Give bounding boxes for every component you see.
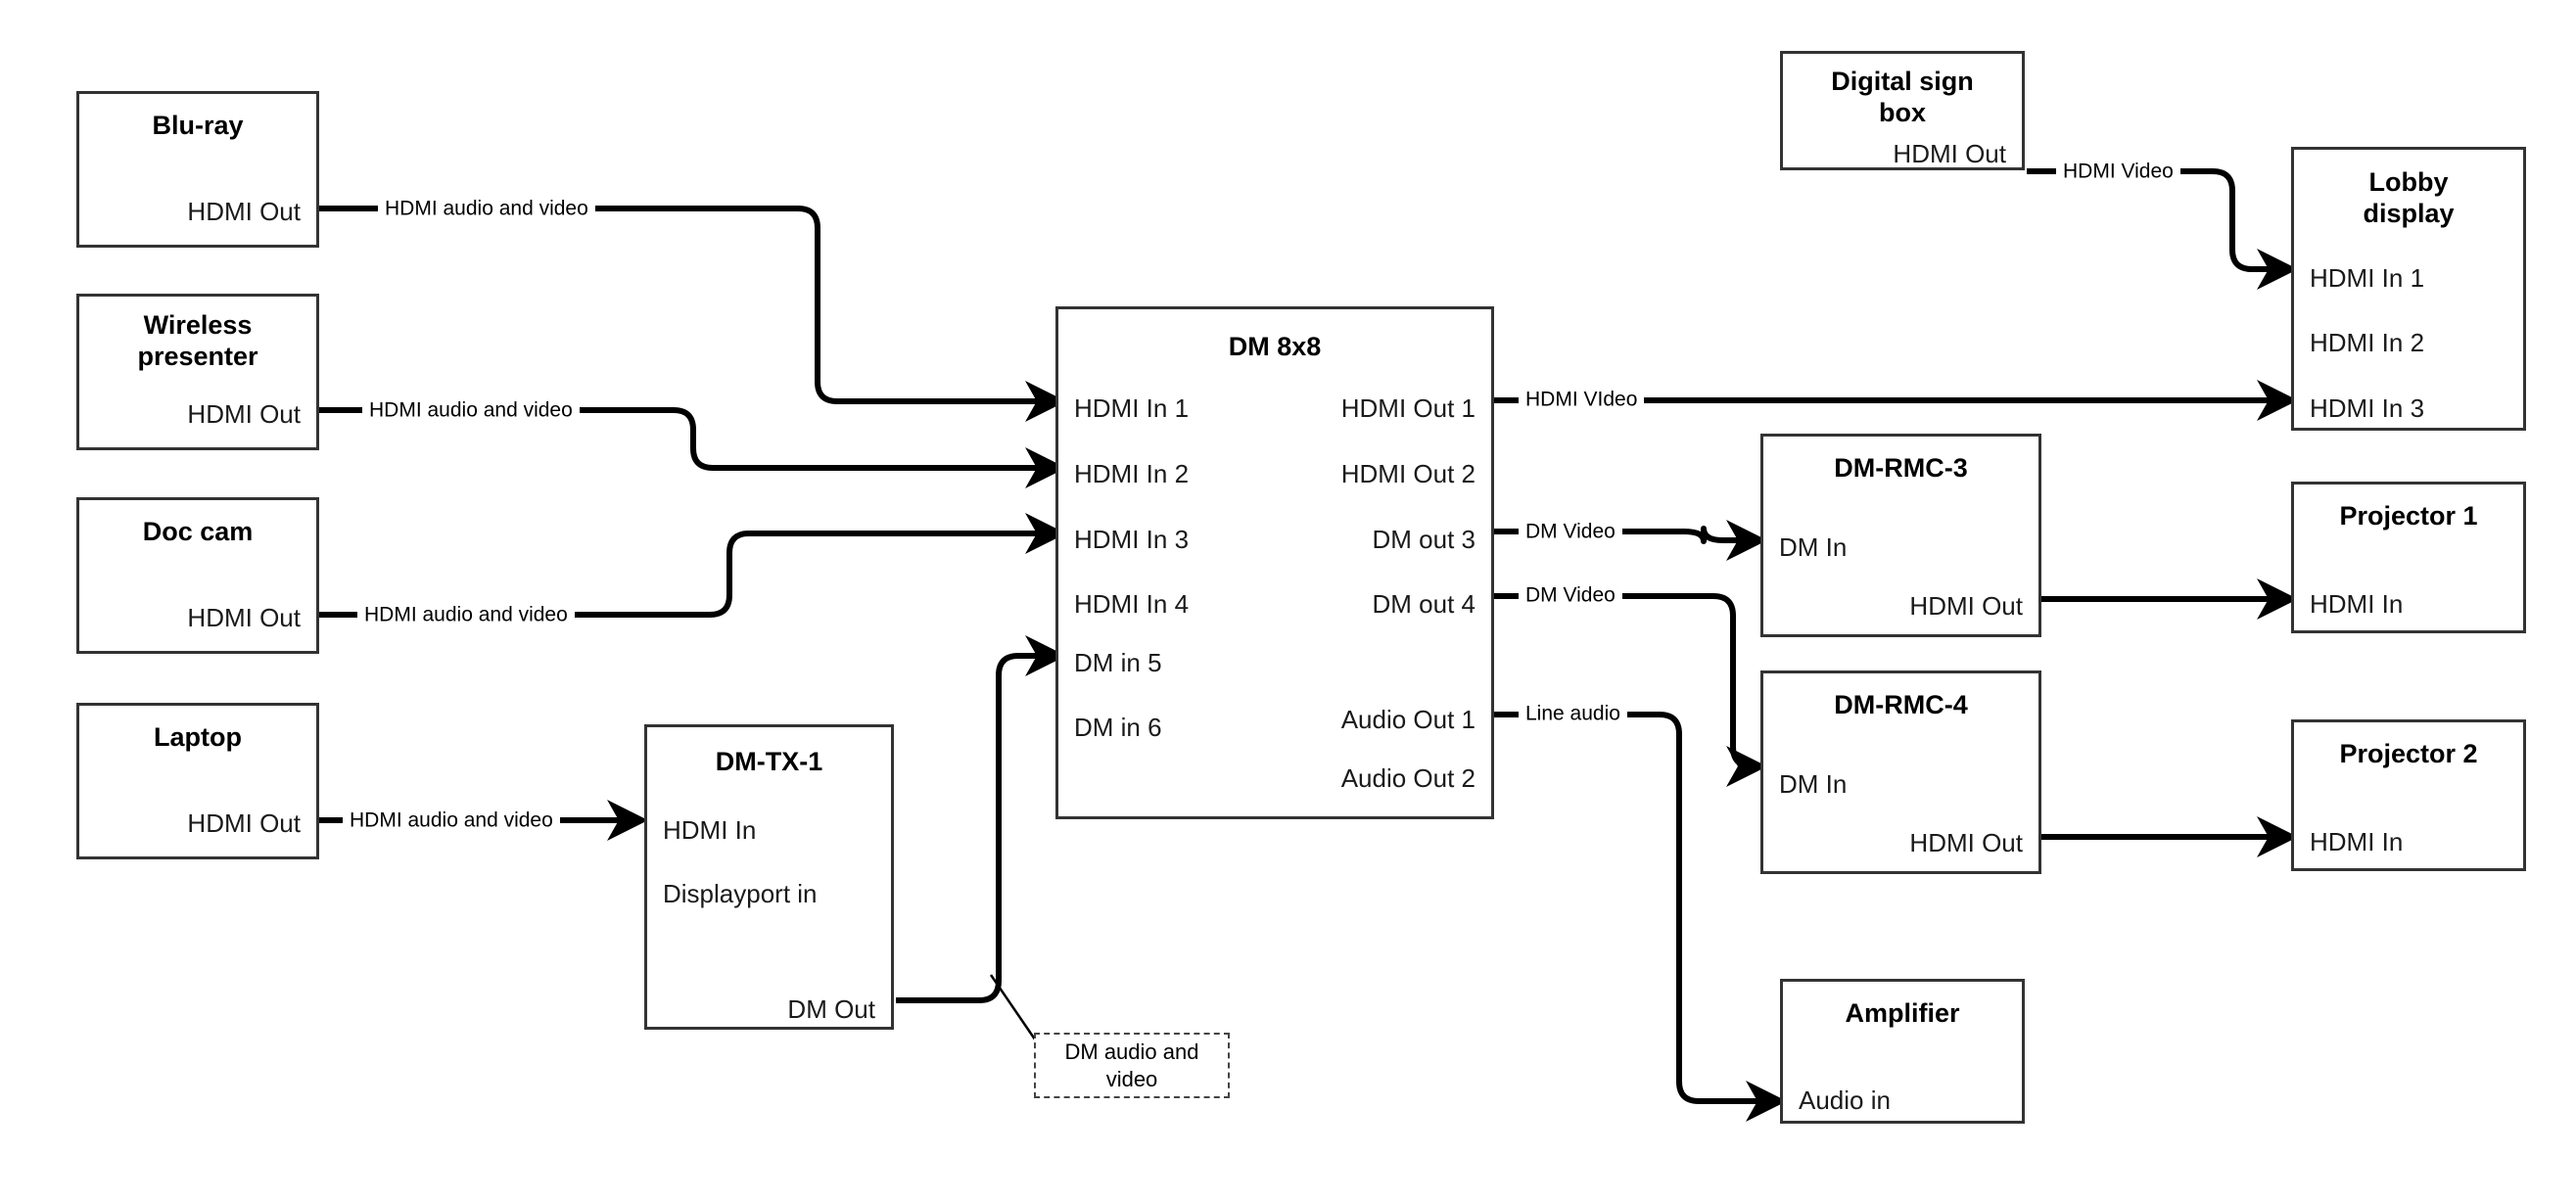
wire-label-wireless-to-dm: HDMI audio and video: [362, 398, 580, 422]
node-dm-rmc-3-title: DM-RMC-3: [1834, 453, 1968, 483]
node-dm-rmc-4-title: DM-RMC-4: [1834, 690, 1968, 719]
node-doc-cam[interactable]: Doc cam HDMI Out: [76, 497, 319, 654]
wire-label-digitalsign-to-lobby: HDMI Video: [2056, 160, 2180, 183]
node-dm-8x8-output-dm-out-3: DM out 3: [1372, 525, 1476, 554]
node-dm-tx-1-port-displayport-in: Displayport in: [663, 879, 818, 908]
node-doc-cam-title: Doc cam: [142, 517, 254, 546]
wire-dmtx1-to-dm-in-5: [896, 635, 1066, 1003]
wire-label-dm-out4-to-dmrmc4: DM Video: [1519, 583, 1622, 607]
wire-dm-out4-to-dmrmc4-dm-in: [1493, 593, 1767, 787]
node-laptop[interactable]: Laptop HDMI Out: [76, 703, 319, 859]
node-dm-tx-1[interactable]: DM-TX-1 HDMI In Displayport in DM Out: [644, 724, 894, 1030]
node-dm-8x8-output-hdmi-out-1: HDMI Out 1: [1340, 393, 1475, 423]
node-projector-1[interactable]: Projector 1 HDMI In: [2291, 482, 2526, 633]
node-dm-8x8-title: DM 8x8: [1228, 332, 1322, 361]
node-projector-1-port-hdmi-in: HDMI In: [2310, 589, 2404, 619]
wire-label-bluray-to-dm: HDMI audio and video: [378, 197, 595, 220]
node-laptop-port-hdmi-out: HDMI Out: [187, 808, 301, 838]
node-dm-8x8-output-audio-out-2: Audio Out 2: [1340, 763, 1475, 793]
node-wireless-presenter[interactable]: Wireless presenter HDMI Out: [76, 294, 319, 450]
node-dm-8x8-input-dm-in-6: DM in 6: [1074, 713, 1162, 742]
node-amplifier[interactable]: Amplifier Audio in: [1780, 979, 2025, 1124]
node-dm-rmc-3-port-dm-in: DM In: [1779, 532, 1848, 562]
node-dm-8x8-input-hdmi-in-4: HDMI In 4: [1074, 589, 1190, 619]
node-dm-8x8[interactable]: DM 8x8 HDMI In 1 HDMI In 2 HDMI In 3 HDM…: [1055, 306, 1494, 819]
node-amplifier-port-audio-in: Audio in: [1799, 1086, 1891, 1115]
node-projector-2-port-hdmi-in: HDMI In: [2310, 827, 2404, 856]
node-dm-tx-1-title: DM-TX-1: [715, 747, 823, 776]
node-lobby-display-input-hdmi-in-3: HDMI In 3: [2310, 393, 2425, 423]
node-dm-tx-1-port-hdmi-in: HDMI In: [663, 815, 757, 845]
node-dm-8x8-output-dm-out-4: DM out 4: [1372, 589, 1476, 619]
node-digital-sign-box-title: Digital sign box: [1831, 67, 1974, 127]
node-amplifier-title: Amplifier: [1845, 998, 1960, 1028]
node-dm-rmc-4-port-dm-in: DM In: [1779, 769, 1848, 799]
node-dm-rmc-4-port-hdmi-out: HDMI Out: [1909, 828, 2023, 857]
wire-bluray-to-dm-hdmi-in-1: [318, 206, 1066, 422]
node-dm-8x8-input-hdmi-in-1: HDMI In 1: [1074, 393, 1190, 423]
node-dm-rmc-4[interactable]: DM-RMC-4 DM In HDMI Out: [1760, 670, 2041, 874]
node-blu-ray[interactable]: Blu-ray HDMI Out: [76, 91, 319, 248]
node-lobby-display-input-hdmi-in-2: HDMI In 2: [2310, 328, 2425, 357]
node-dm-rmc-3-port-hdmi-out: HDMI Out: [1909, 591, 2023, 621]
node-projector-1-title: Projector 1: [2339, 501, 2478, 531]
node-digital-sign-box[interactable]: Digital sign box HDMI Out: [1780, 51, 2025, 170]
node-dm-tx-1-port-dm-out: DM Out: [787, 994, 875, 1024]
wire-digitalsign-to-lobby-hdmi-in-1: [2027, 168, 2298, 290]
node-projector-2-title: Projector 2: [2339, 739, 2478, 768]
node-blu-ray-port-hdmi-out: HDMI Out: [187, 197, 301, 226]
node-wireless-presenter-port-hdmi-out: HDMI Out: [187, 399, 301, 429]
node-digital-sign-box-port-hdmi-out: HDMI Out: [1893, 139, 2006, 168]
node-lobby-display[interactable]: Lobby display HDMI In 1 HDMI In 2 HDMI I…: [2291, 147, 2526, 431]
wire-label-dm-out3-to-dmrmc3: DM Video: [1519, 520, 1622, 543]
wire-label-doccam-to-dm: HDMI audio and video: [357, 603, 575, 626]
node-wireless-presenter-title: Wireless presenter: [137, 310, 258, 371]
node-blu-ray-title: Blu-ray: [152, 111, 244, 140]
node-dm-8x8-output-audio-out-1: Audio Out 1: [1340, 705, 1475, 734]
node-doc-cam-port-hdmi-out: HDMI Out: [187, 603, 301, 632]
node-laptop-title: Laptop: [154, 722, 242, 752]
wire-label-laptop-to-dmtx1: HDMI audio and video: [343, 808, 560, 832]
wire-label-dm-hdmiout1-to-lobby: HDMI VIdeo: [1519, 388, 1645, 411]
node-lobby-display-input-hdmi-in-1: HDMI In 1: [2310, 263, 2425, 293]
node-dm-8x8-input-hdmi-in-2: HDMI In 2: [1074, 459, 1190, 488]
node-dm-rmc-3[interactable]: DM-RMC-3 DM In HDMI Out: [1760, 434, 2041, 637]
node-dm-8x8-input-hdmi-in-3: HDMI In 3: [1074, 525, 1190, 554]
wire-dm-audioout1-to-amplifier-audio-in: [1493, 712, 1787, 1122]
callout-dm-audio-and-video: DM audio and video: [1034, 1033, 1230, 1098]
node-dm-8x8-input-dm-in-5: DM in 5: [1074, 648, 1162, 677]
node-dm-8x8-output-hdmi-out-2: HDMI Out 2: [1340, 459, 1475, 488]
node-projector-2[interactable]: Projector 2 HDMI In: [2291, 719, 2526, 871]
wire-label-dm-audioout1-to-amplifier: Line audio: [1519, 702, 1627, 725]
node-lobby-display-title: Lobby display: [2363, 167, 2455, 228]
